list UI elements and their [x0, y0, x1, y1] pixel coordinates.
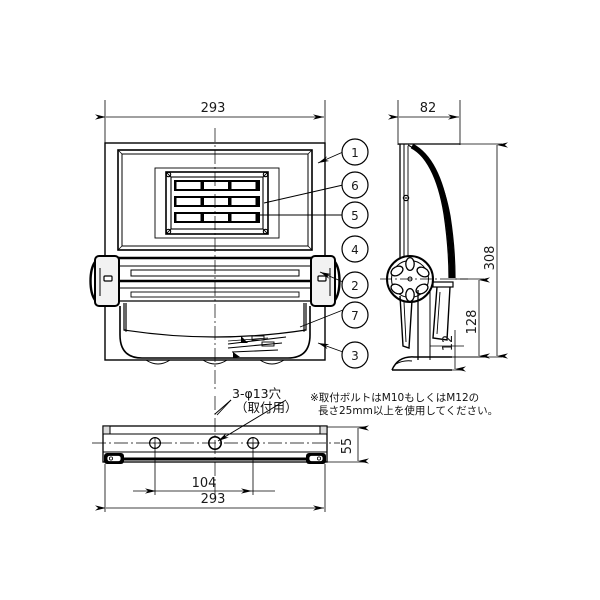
bottom-lug-left [104, 453, 124, 464]
dim-front-width: 293 [201, 101, 226, 116]
bolt-note-line-1: ※取付ボルトはM10もしくはM12の [310, 391, 479, 404]
front-louver-assembly [154, 167, 280, 239]
bolt-note-line-2: 長さ25mm以上を使用してください。 [318, 404, 498, 417]
front-cable-detail [227, 335, 287, 358]
louver-row-2 [174, 196, 260, 207]
dim-bottom-hole-spacing: 104 [192, 476, 217, 491]
front-hinge-right [310, 255, 341, 307]
callout-1-label: 1 [351, 146, 359, 160]
callout-6[interactable]: 6 [341, 171, 369, 199]
side-view: 82 [380, 100, 508, 372]
callout-7-label: 7 [351, 309, 359, 323]
callout-3-leader [317, 342, 344, 353]
louver-row-3 [174, 212, 260, 223]
louver-row-1 [174, 180, 260, 191]
callout-6-label: 6 [351, 179, 359, 193]
bottom-view: 3-φ13穴 （取付用） ※取付ボルトはM10もしくはM12の 長さ25mm以上… [92, 386, 498, 512]
bottom-hole-spacing-dimension: 104 [133, 443, 275, 495]
bottom-width-dimension: 293 [95, 464, 326, 512]
callout-7[interactable]: 7 [341, 301, 369, 329]
callout-2-label: 2 [351, 279, 359, 293]
side-body-profile [398, 143, 460, 279]
dim-bottom-depth: 55 [340, 438, 355, 455]
front-hinge-left [89, 255, 120, 307]
callout-6-leader [263, 184, 344, 204]
side-depth-dimension: 82 [388, 100, 461, 145]
callout-1-leader [317, 151, 344, 164]
dim-side-mid-height: 128 [465, 310, 480, 335]
front-view: 293 [89, 100, 341, 392]
bolt-note: ※取付ボルトはM10もしくはM12の 長さ25mm以上を使用してください。 [310, 391, 498, 417]
hole-spec-line-1: 3-φ13穴 [232, 386, 282, 401]
bottom-depth-dimension: 55 [327, 425, 369, 464]
side-total-height-dimension: 308 [452, 142, 508, 359]
callout-5[interactable]: 5 [341, 201, 369, 229]
callout-2-leader [319, 271, 344, 283]
callout-1[interactable]: 1 [341, 138, 369, 166]
hole-spec-callout: 3-φ13穴 （取付用） [214, 386, 298, 442]
side-mid-height-dimension: 128 [452, 277, 490, 359]
dim-bottom-width: 293 [201, 492, 226, 507]
bottom-plate [92, 425, 340, 464]
callout-4[interactable]: 4 [341, 235, 369, 263]
callout-4-label: 4 [351, 243, 359, 257]
side-small-height-dimension: 12 [430, 330, 466, 372]
callout-3[interactable]: 3 [341, 341, 369, 369]
callout-3-label: 3 [351, 349, 359, 363]
callout-2[interactable]: 2 [341, 271, 369, 299]
bottom-lug-right [306, 453, 326, 464]
hole-spec-line-2: （取付用） [235, 400, 298, 415]
callout-7-leader [299, 309, 344, 328]
dim-side-total-height: 308 [483, 246, 498, 271]
side-hinge-disc [380, 255, 468, 303]
dim-side-depth: 82 [420, 101, 437, 116]
front-width-dimension: 293 [95, 100, 326, 146]
callout-group: 1 6 5 4 2 7 3 [260, 138, 369, 369]
dim-side-small-height: 12 [441, 335, 456, 352]
callout-5-label: 5 [351, 209, 359, 223]
